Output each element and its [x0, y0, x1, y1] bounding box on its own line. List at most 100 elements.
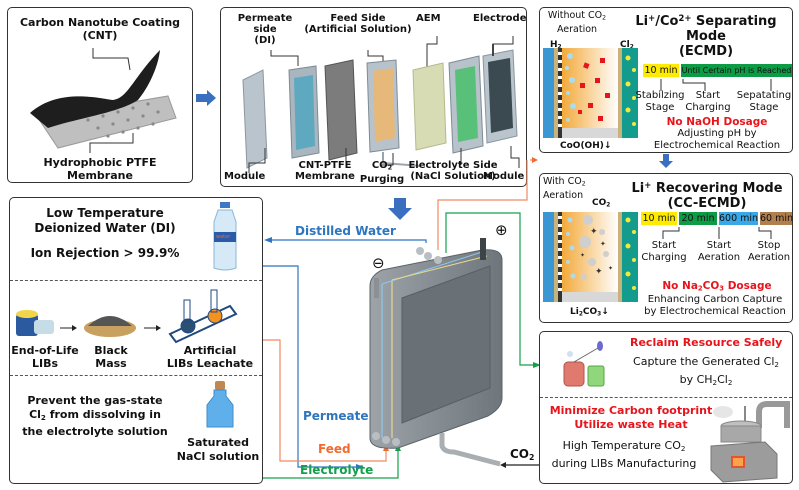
- separating-title-line1: Li+/Co2+ Separating Mode: [618, 11, 794, 44]
- cl2-sub: 2: [629, 44, 634, 51]
- module-left-label: Module: [224, 171, 266, 182]
- cnt-membrane-panel: Carbon Nanotube Coating (CNT) Hydrophobi…: [7, 7, 193, 183]
- arrow-down-icon: [659, 154, 673, 168]
- recovering-mode-title: Li+ Recovering Mode (CC-ECMD): [620, 178, 794, 211]
- down-arrow-text: ↓: [601, 307, 609, 317]
- prevent-line2: Cl2 from dissolving in: [10, 408, 180, 425]
- sub-3: 3: [719, 284, 725, 293]
- chain-line2: LIBs Leachate: [166, 357, 254, 370]
- chain-line1: Artificial: [183, 344, 237, 357]
- svg-text:✦: ✦: [590, 227, 598, 237]
- feed-sources-panel: Low Temperature Deionized Water (DI) Ion…: [9, 197, 263, 484]
- ptfe-label: Hydrophobic PTFE Membrane: [8, 156, 192, 182]
- water-bottle-icon: [213, 202, 237, 271]
- nacl-bottle-icon: [206, 381, 234, 428]
- feed-side-line1: Feed Side: [330, 13, 386, 24]
- module-right-label: Module: [483, 171, 525, 182]
- svg-text:✦: ✦: [600, 240, 606, 248]
- h2-sub: 2: [557, 44, 562, 51]
- permeate-side-line2: (DI): [254, 35, 276, 46]
- nacl-line2: NaCl solution: [176, 450, 260, 463]
- electrolyte-side-line1: Electrolyte Side: [408, 160, 498, 171]
- reclaim-line1: Capture the Generated Cl2: [620, 354, 792, 372]
- cnt-ptfe-line2: Membrane: [295, 171, 355, 182]
- without-co2-line1: Without CO2: [543, 10, 611, 24]
- ch-text: by CH: [679, 372, 713, 386]
- prevent-line1: Prevent the gas-state: [27, 394, 163, 407]
- cnt-title-line1: Carbon Nanotube Coating: [19, 16, 181, 29]
- with-co2-label: With CO2 Aeration: [543, 176, 586, 201]
- bottle-label: water: [216, 234, 231, 240]
- stage-line2: Aeration: [697, 252, 741, 263]
- coooh-precipitate-label: CoO(OH)↓: [560, 141, 612, 151]
- stage-line1: Start: [695, 90, 721, 101]
- svg-text:✦: ✦: [608, 265, 613, 272]
- recovering-title-rest: Recovering Mode: [651, 181, 783, 197]
- sub-3: 3: [597, 311, 602, 318]
- chain-line2: LIBs: [31, 357, 59, 370]
- co2-text: CO: [592, 198, 607, 208]
- without-co2-subscript: 2: [602, 14, 607, 22]
- dosage-text: Dosage: [724, 280, 772, 292]
- arrow-right-icon: [196, 90, 216, 106]
- co2-purging-label: CO2 Purging: [359, 160, 405, 185]
- furnace-icon: [710, 401, 790, 483]
- timeline-segment: 20 min: [679, 212, 717, 225]
- sub-2: 2: [40, 412, 46, 422]
- timeline-segment: 60 min: [760, 212, 794, 225]
- li2co3-precipitate-label: Li2CO3↓: [570, 307, 609, 317]
- chemistry-apparatus-icon: [563, 341, 605, 387]
- separating-cell-illustration: [543, 48, 638, 138]
- exploded-module-illustration: [242, 36, 520, 173]
- carbon-title-line1: Minimize Carbon footprint: [549, 404, 713, 417]
- reclaim-line1-text: Capture the Generated Cl: [633, 355, 775, 368]
- co-sup: 2+: [678, 13, 692, 23]
- co2-input-label: CO2: [510, 447, 534, 462]
- permeate-side-label: Permeate side (DI): [225, 13, 305, 46]
- separating-subtitle: (ECMD): [678, 44, 734, 60]
- cl2-label: Cl2: [620, 40, 634, 50]
- negative-terminal-icon: ⊖: [372, 254, 385, 272]
- heat-line1-text: High Temperature CO: [562, 439, 681, 452]
- svg-text:✦: ✦: [595, 267, 603, 277]
- timeline-markers: [660, 79, 772, 91]
- h2-text: H: [550, 40, 558, 50]
- exploded-module-panel: Permeate side (DI) Feed Side (Artificial…: [220, 7, 527, 187]
- without-co2-text: Without CO: [547, 10, 603, 21]
- stage-line2: Stage: [749, 102, 779, 113]
- feed-label: Feed: [318, 442, 351, 456]
- cnt-ptfe-line1: CNT-PTFE: [298, 160, 352, 171]
- sub-2: 2: [774, 359, 779, 369]
- stage-line1: Stabilzing: [635, 90, 685, 101]
- recovering-mode-panel: With CO2 Aeration Li+ Recovering Mode (C…: [539, 173, 793, 323]
- recovering-cell-illustration: ✦✦✦✦✦: [543, 212, 638, 302]
- no-naoh-highlight: No NaOH Dosage: [666, 116, 768, 128]
- permeate-side-line1: Permeate side: [237, 13, 293, 35]
- no-na2co3-highlight: No Na2CO3 Dosage: [640, 280, 794, 293]
- with-co2-sub: 2: [581, 180, 586, 188]
- ion-rejection-text: Ion Rejection > 99.9%: [30, 246, 180, 260]
- timeline-segment: 600 min: [719, 212, 759, 225]
- prevent-cl2-text: Prevent the gas-state Cl2 from dissolvin…: [10, 394, 180, 439]
- li-sup: +: [648, 13, 656, 23]
- co2-sub: 2: [606, 202, 611, 209]
- without-co2-label: Without CO2 Aeration: [543, 10, 611, 35]
- nacl-line1: Saturated: [187, 436, 249, 449]
- heat-line1: High Temperature CO2: [540, 438, 708, 456]
- co2-bubble-label: CO2: [592, 198, 610, 208]
- positive-terminal-icon: ⊕: [495, 221, 508, 239]
- recovering-note-line1: Enhancing Carbon Capture: [647, 294, 783, 305]
- stage-line2: Charging: [641, 252, 687, 263]
- co-text: /Co: [655, 14, 679, 30]
- permeate-label: Permeate: [303, 409, 369, 423]
- co2-text: CO: [371, 160, 388, 171]
- cl-text: Cl: [717, 372, 728, 386]
- stage-line2: Aeration: [747, 252, 791, 263]
- divider: [10, 375, 262, 376]
